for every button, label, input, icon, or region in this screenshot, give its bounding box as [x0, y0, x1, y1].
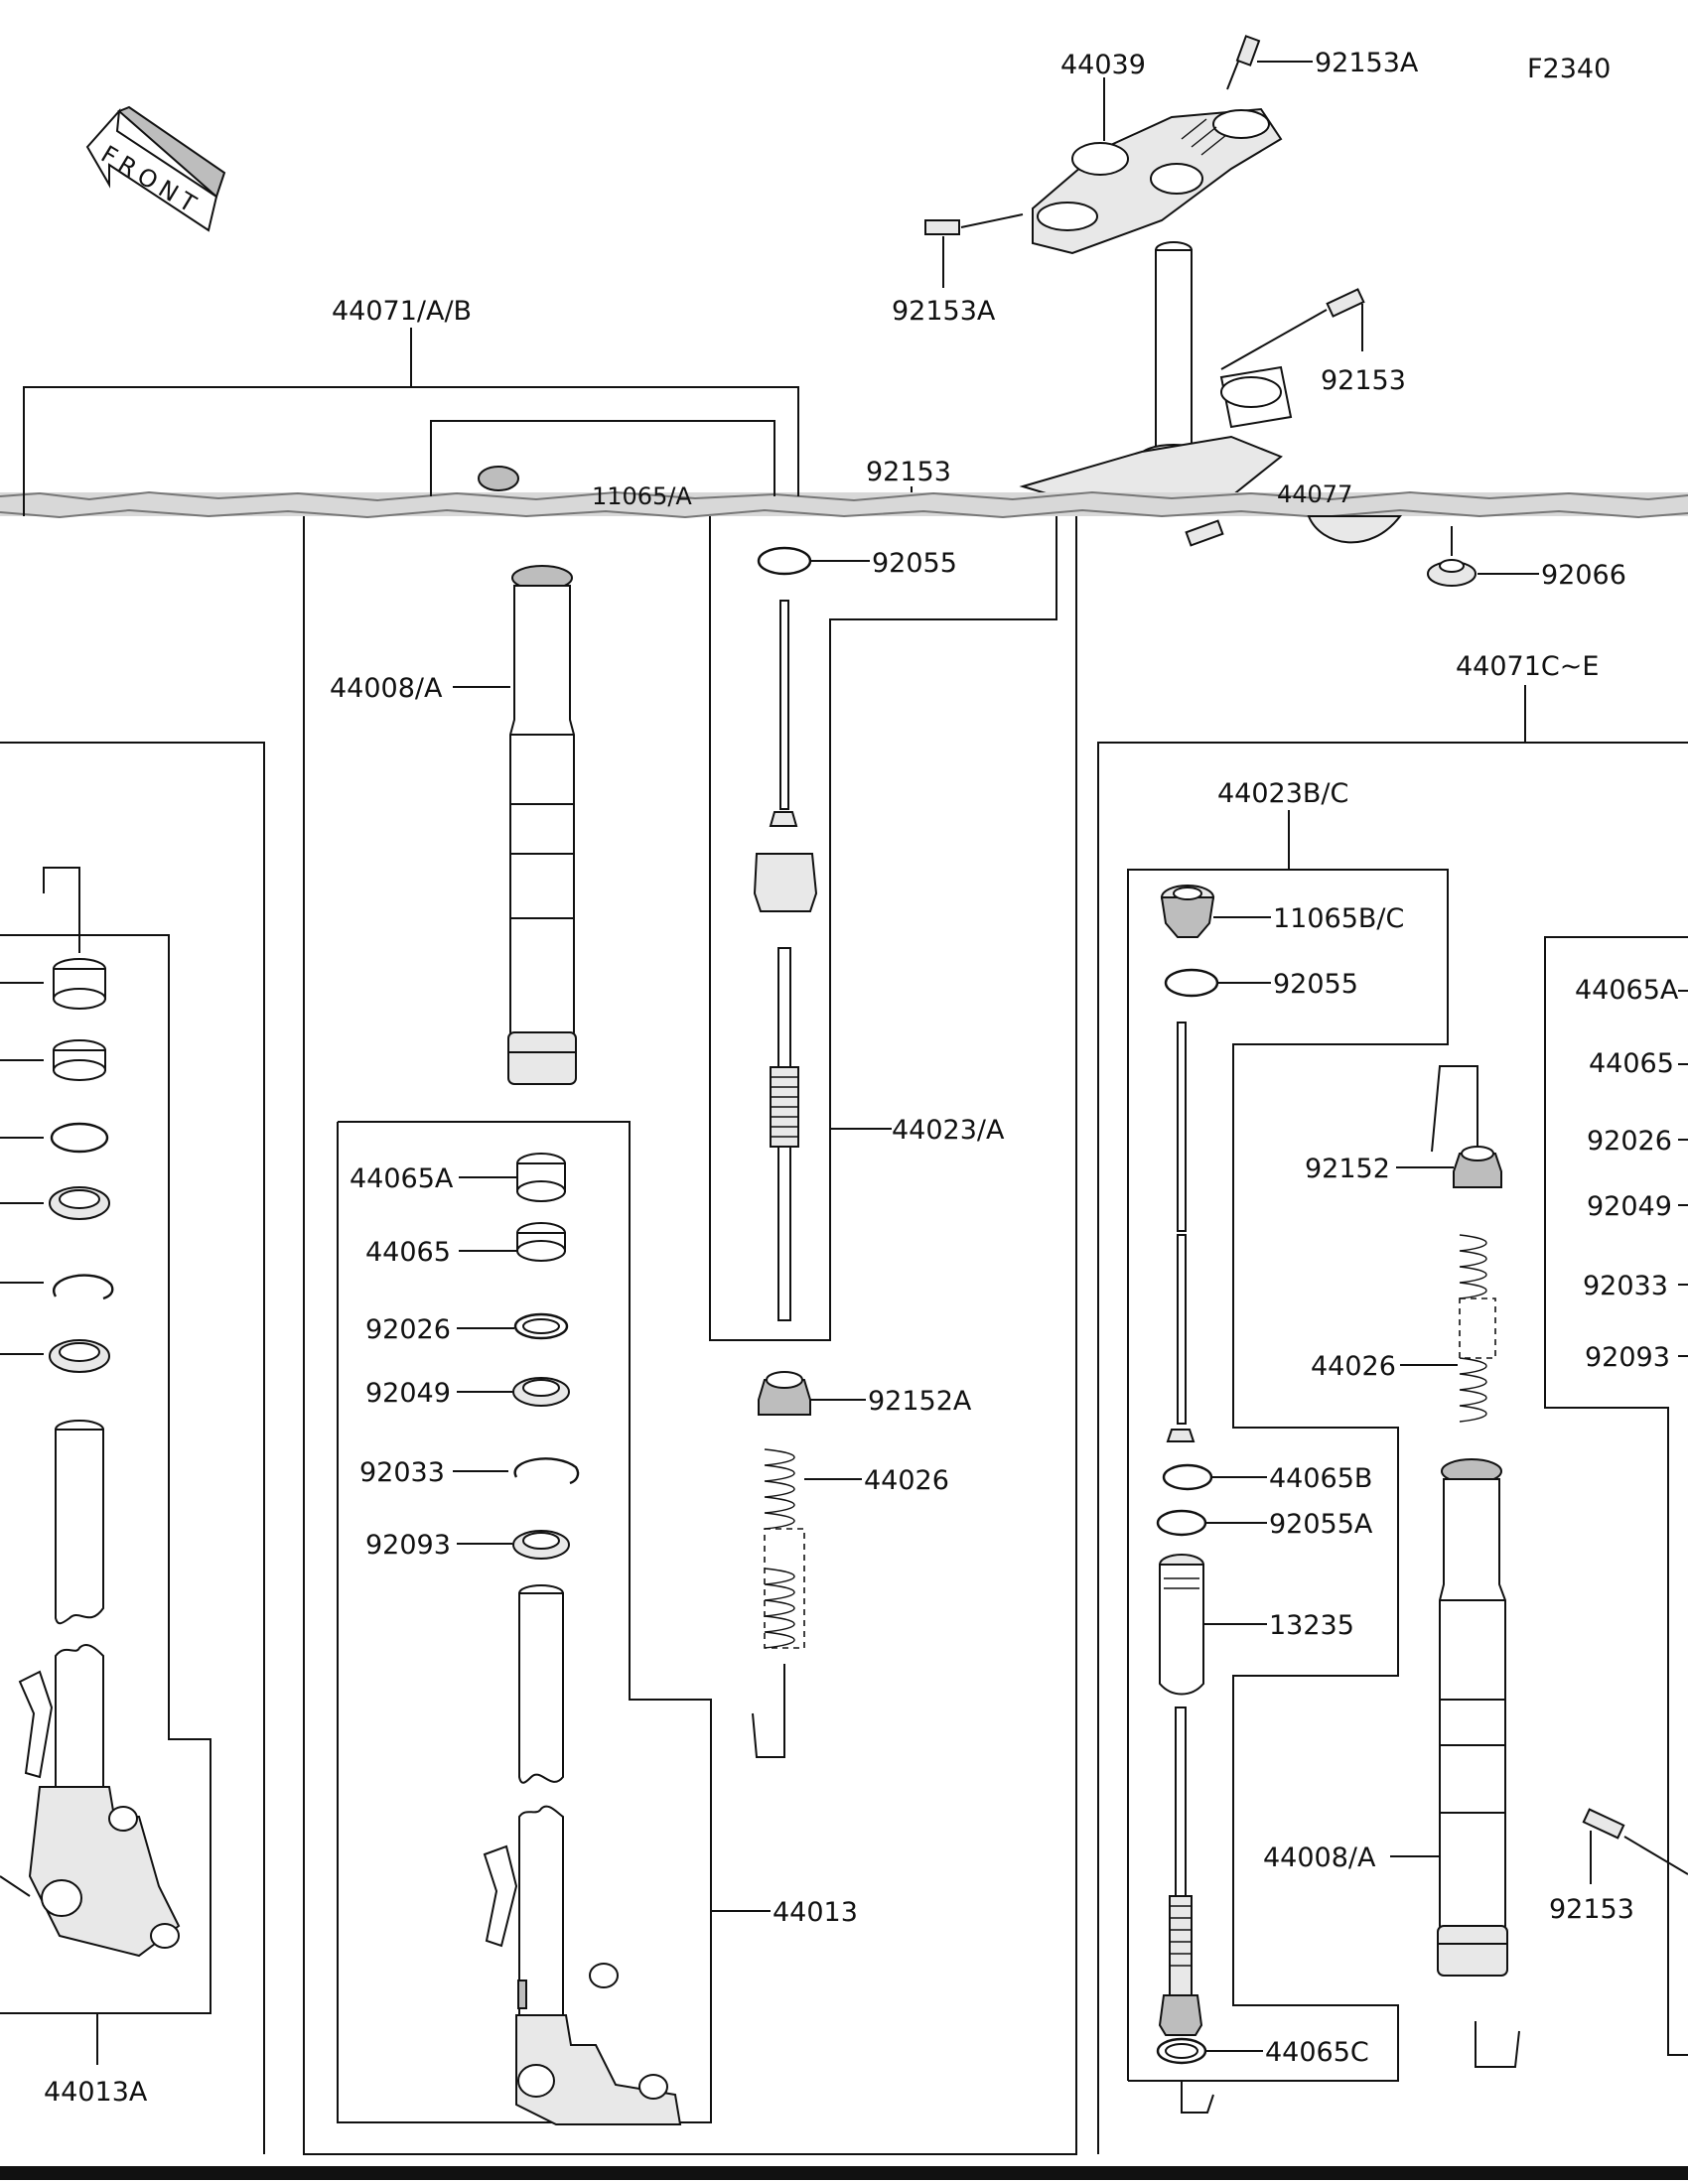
- bolt-92153A-top: [1226, 35, 1261, 90]
- cap-11065A: [478, 466, 519, 491]
- label-44065A-mid: 44065A: [350, 1163, 454, 1194]
- label-92152A: 92152A: [868, 1386, 972, 1417]
- label-44065B: 44065B: [1269, 1463, 1372, 1494]
- label-92093-r: 92093: [1585, 1342, 1670, 1373]
- label-44013: 44013: [773, 1897, 858, 1928]
- cap-92066: [1427, 526, 1477, 587]
- cap-11065BC: [1160, 885, 1215, 938]
- label-92153-clamp: 92153: [866, 457, 951, 487]
- label-44039: 44039: [1060, 50, 1146, 80]
- spring-44026-right: [1459, 1234, 1496, 1423]
- outer-tube-44008A-left: [507, 565, 577, 1085]
- rod-right: [1166, 1022, 1196, 1442]
- label-44065C: 44065C: [1265, 2037, 1369, 2068]
- o-ring-92055-r: [1164, 968, 1219, 998]
- label-11065BC: 11065B/C: [1273, 903, 1404, 934]
- label-92152: 92152: [1305, 1154, 1390, 1184]
- label-92055: 92055: [872, 548, 957, 579]
- label-44065-r: 44065: [1589, 1048, 1674, 1079]
- bolt-92153A-left: [924, 213, 1024, 235]
- label-92049-r: 92049: [1587, 1191, 1672, 1222]
- bushing-44065-mid: [516, 1222, 566, 1262]
- torn-edge: [0, 490, 1688, 519]
- bolt-92153-right: [1582, 1808, 1688, 1875]
- upper-triple-clamp: [1032, 107, 1283, 255]
- dust-seal-92093-mid: [512, 1530, 570, 1560]
- label-92066: 92066: [1541, 560, 1626, 591]
- label-44065A-r: 44065A: [1575, 975, 1679, 1006]
- o-ring-44065B: [1162, 1463, 1213, 1491]
- label-44008A-left: 44008/A: [330, 673, 443, 704]
- label-92033-mid: 92033: [359, 1457, 445, 1488]
- washer-92026-mid: [513, 1312, 569, 1340]
- label-44013A: 44013A: [44, 2077, 148, 2108]
- label-44026-mid: 44026: [864, 1465, 949, 1496]
- seal-92049-mid: [512, 1377, 570, 1407]
- outer-tube-44008A-right: [1437, 1458, 1508, 1977]
- o-ring-92055: [757, 546, 812, 576]
- label-44065-mid: 44065: [365, 1237, 451, 1268]
- label-44071CE: 44071C~E: [1456, 651, 1599, 682]
- nut-92152: [1453, 1146, 1502, 1188]
- label-92153A-left: 92153A: [892, 296, 996, 327]
- label-92055A: 92055A: [1269, 1509, 1373, 1540]
- spring-44026-mid: [764, 1448, 805, 1649]
- diagram-code: F2340: [1527, 54, 1611, 84]
- label-92033-r: 92033: [1583, 1271, 1668, 1301]
- label-44023A: 44023/A: [892, 1115, 1005, 1146]
- label-44026-r: 44026: [1311, 1351, 1396, 1382]
- label-44008A-r: 44008/A: [1263, 1843, 1376, 1873]
- bottom-bar: [0, 2166, 1688, 2180]
- cylinder-13235: [1159, 1554, 1204, 1696]
- label-92055-r: 92055: [1273, 969, 1358, 1000]
- nut-92152A: [758, 1371, 811, 1416]
- o-ring-92055A: [1156, 1509, 1207, 1537]
- label-13235: 13235: [1269, 1610, 1354, 1641]
- label-44077: 44077: [1277, 480, 1352, 508]
- label-92026-r: 92026: [1587, 1126, 1672, 1157]
- circlip-92033-mid: [513, 1457, 580, 1485]
- front-arrow-icon: FRONT: [85, 105, 226, 232]
- label-92049-mid: 92049: [365, 1378, 451, 1409]
- label-44023BC: 44023B/C: [1217, 778, 1348, 809]
- label-92153-stem: 92153: [1321, 365, 1406, 396]
- label-44071AB: 44071/A/B: [332, 296, 472, 327]
- label-92026-mid: 92026: [365, 1314, 451, 1345]
- bearing-cover: [1307, 515, 1403, 544]
- damper-cartridge-44023A: [753, 600, 818, 1321]
- damper-rod-right: [1158, 1706, 1203, 2036]
- label-92093-mid: 92093: [365, 1530, 451, 1561]
- left-clipped-parts: [18, 958, 181, 1958]
- label-92153-r: 92153: [1549, 1894, 1634, 1925]
- label-11065A: 11065/A: [592, 482, 692, 510]
- label-92153A-top: 92153A: [1315, 48, 1419, 78]
- bolt-lower: [1185, 519, 1224, 547]
- bushing-44065A-mid: [516, 1153, 566, 1202]
- inner-tube-44013: [483, 1584, 682, 2125]
- steering-stem: [1019, 241, 1293, 503]
